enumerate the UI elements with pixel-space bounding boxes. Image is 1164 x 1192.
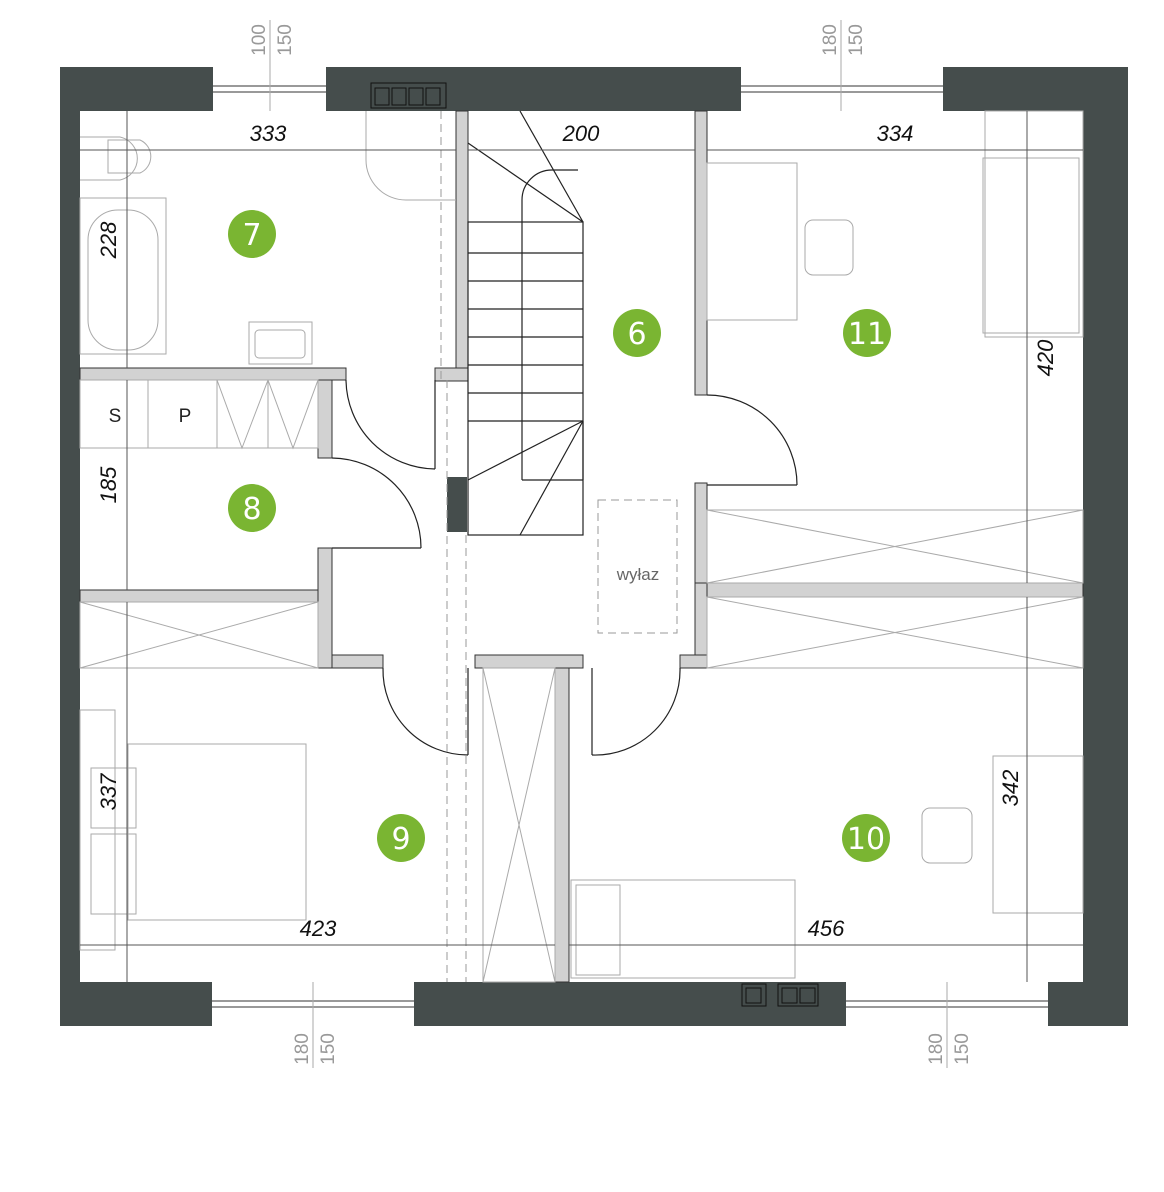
dimension-label: 185 bbox=[96, 466, 121, 503]
room-badge-11: 11 bbox=[843, 309, 891, 357]
svg-text:10: 10 bbox=[847, 822, 885, 857]
window-height-label: 180 bbox=[292, 1033, 313, 1065]
dimension-label: 456 bbox=[808, 916, 845, 941]
wardrobe-label-s: S bbox=[109, 406, 122, 427]
chimney bbox=[447, 477, 467, 532]
wardrobe-label-p: P bbox=[179, 406, 192, 427]
room-badge-8: 8 bbox=[228, 484, 276, 532]
room-badge-6: 6 bbox=[613, 309, 661, 357]
dimension-label: 333 bbox=[250, 121, 287, 146]
roof-hatch bbox=[597, 499, 678, 634]
window-width-label: 150 bbox=[846, 24, 867, 56]
window-width-label: 150 bbox=[275, 24, 296, 56]
window-height-label: 180 bbox=[820, 24, 841, 56]
dimension-label: 337 bbox=[96, 773, 121, 810]
svg-text:7: 7 bbox=[242, 218, 261, 253]
svg-text:9: 9 bbox=[391, 822, 410, 857]
svg-text:11: 11 bbox=[848, 317, 886, 352]
svg-text:6: 6 bbox=[627, 317, 646, 352]
window-width-label: 150 bbox=[318, 1033, 339, 1065]
hatch-label: wyłaz bbox=[616, 565, 660, 584]
door-swings bbox=[331, 379, 798, 756]
staircase bbox=[467, 110, 584, 536]
window-top-right bbox=[741, 67, 943, 111]
dimension-label: 423 bbox=[300, 916, 337, 941]
window-height-label: 100 bbox=[249, 24, 270, 56]
window-width-label: 150 bbox=[952, 1033, 973, 1065]
room-badge-7: 7 bbox=[228, 210, 276, 258]
dashed-guidelines bbox=[440, 111, 678, 982]
window-height-label: 180 bbox=[926, 1033, 947, 1065]
dimension-lines bbox=[80, 111, 1083, 982]
dimension-label: 200 bbox=[562, 121, 600, 146]
svg-text:8: 8 bbox=[242, 492, 261, 527]
room-badge-9: 9 bbox=[377, 814, 425, 862]
dimension-label: 334 bbox=[877, 121, 914, 146]
dimension-label: 342 bbox=[998, 770, 1023, 807]
dimension-label: 228 bbox=[96, 221, 121, 259]
inner-walls bbox=[79, 110, 1084, 983]
room-badge-10: 10 bbox=[842, 814, 890, 862]
dimension-label: 420 bbox=[1033, 339, 1058, 376]
ventilation-duct-icon bbox=[370, 82, 819, 1007]
furniture bbox=[79, 110, 1084, 983]
